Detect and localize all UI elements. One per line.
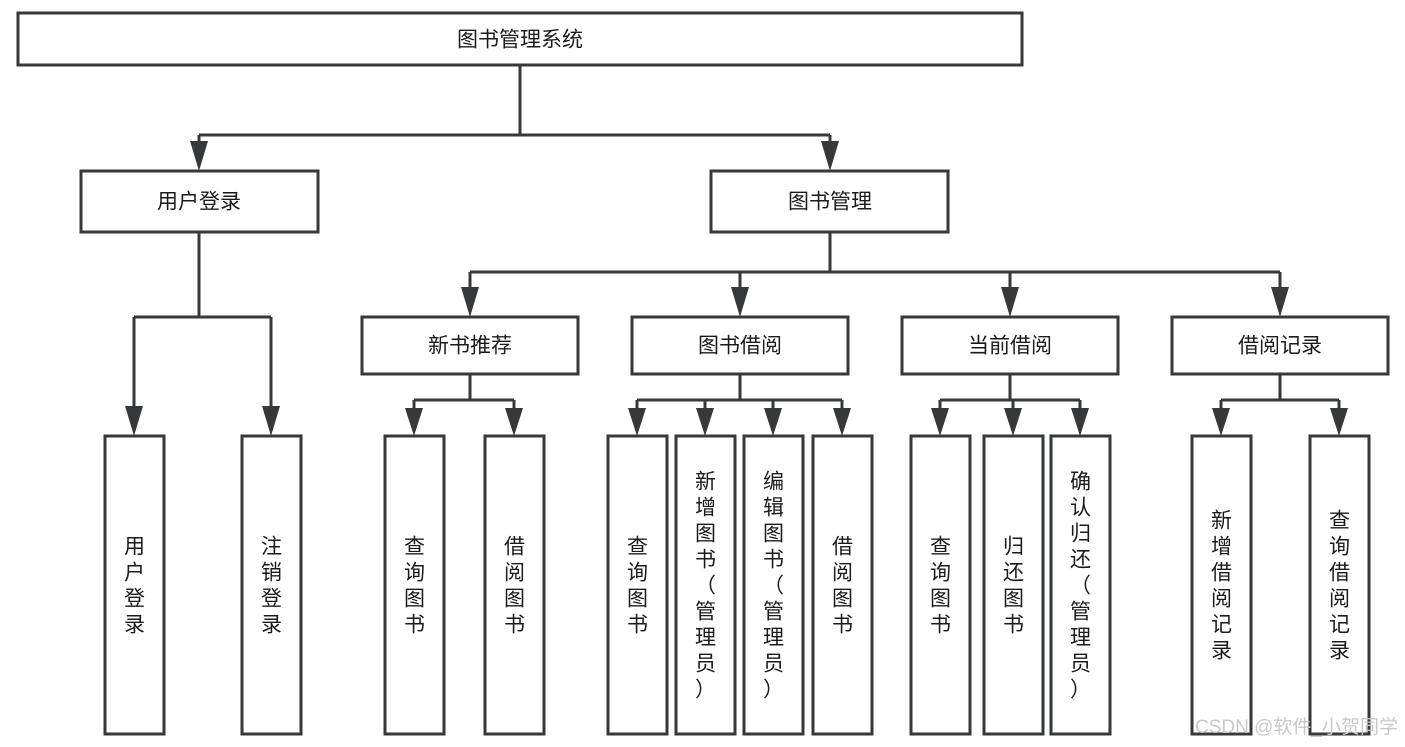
node-leaf-edit-book-box bbox=[742, 434, 805, 736]
arrow-to-borrow-record-icon bbox=[1271, 287, 1289, 317]
node-leaf-edit-book-label: 编辑图书（管理员） bbox=[763, 470, 784, 701]
node-leaf-user-logout[interactable]: 注销登录 bbox=[240, 434, 303, 736]
node-leaf-query-book-2-label: 查询图书 bbox=[627, 535, 648, 636]
arrow-to-leaf-confirm-return-icon bbox=[1071, 408, 1089, 436]
node-leaf-borrow-book-2-label: 借阅图书 bbox=[832, 535, 853, 636]
node-leaf-query-record-box bbox=[1308, 434, 1371, 736]
node-book-borrow[interactable]: 图书借阅 bbox=[630, 315, 850, 376]
node-leaf-add-book[interactable]: 新增图书（管理员） bbox=[674, 434, 737, 736]
node-leaf-add-book-label: 新增图书（管理员） bbox=[695, 470, 716, 701]
node-leaf-query-book-2-box bbox=[606, 434, 669, 736]
connector-group-book-borrow-to-leaves bbox=[628, 374, 851, 436]
node-leaf-borrow-book-1[interactable]: 借阅图书 bbox=[483, 434, 546, 736]
node-leaf-add-record[interactable]: 新增借阅记录 bbox=[1190, 434, 1253, 736]
arrow-to-leaf-add-book-icon bbox=[696, 408, 714, 436]
node-borrow-record-box bbox=[1170, 315, 1390, 376]
node-leaf-add-book-box bbox=[674, 434, 737, 736]
node-current-borrow[interactable]: 当前借阅 bbox=[900, 315, 1120, 376]
node-new-book-recommend-label: 新书推荐 bbox=[428, 335, 512, 358]
node-leaf-return-book[interactable]: 归还图书 bbox=[982, 434, 1045, 736]
node-root-label: 图书管理系统 bbox=[457, 29, 583, 52]
arrow-to-leaf-query-book-3-icon bbox=[931, 408, 949, 436]
node-leaf-query-book-3[interactable]: 查询图书 bbox=[909, 434, 972, 736]
node-leaf-borrow-book-2[interactable]: 借阅图书 bbox=[811, 434, 874, 736]
node-user-login-label: 用户登录 bbox=[157, 191, 241, 214]
node-book-borrow-box bbox=[630, 315, 850, 376]
node-leaf-confirm-return[interactable]: 确认归还（管理员） bbox=[1049, 434, 1112, 736]
arrow-to-book-manage-icon bbox=[821, 141, 839, 171]
node-leaf-query-book-2[interactable]: 查询图书 bbox=[606, 434, 669, 736]
node-book-manage[interactable]: 图书管理 bbox=[709, 169, 950, 234]
arrow-to-leaf-query-book-1-icon bbox=[405, 408, 423, 436]
arrow-to-leaf-add-record-icon bbox=[1212, 408, 1230, 436]
node-leaf-add-record-box bbox=[1190, 434, 1253, 736]
node-leaf-user-logout-label: 注销登录 bbox=[261, 535, 282, 636]
node-root[interactable]: 图书管理系统 bbox=[16, 11, 1024, 67]
node-leaf-confirm-return-label: 确认归还（管理员） bbox=[1070, 470, 1091, 701]
node-leaf-query-record-label: 查询借阅记录 bbox=[1329, 509, 1350, 662]
arrow-to-leaf-user-logout-icon bbox=[262, 406, 280, 436]
arrow-to-leaf-borrow-book-1-icon bbox=[505, 408, 523, 436]
node-leaf-borrow-book-1-box bbox=[483, 434, 546, 736]
leaf-node-layer: 用户登录 注销登录 查询图书 借阅图书 查询图书 新增图书（管理员） 编辑图书（管理员） 借阅… bbox=[103, 434, 1371, 736]
node-user-login[interactable]: 用户登录 bbox=[79, 169, 320, 234]
node-leaf-user-logout-box bbox=[240, 434, 303, 736]
node-leaf-query-record[interactable]: 查询借阅记录 bbox=[1308, 434, 1371, 736]
node-book-borrow-label: 图书借阅 bbox=[698, 335, 782, 358]
node-current-borrow-label: 当前借阅 bbox=[968, 335, 1052, 358]
connector-group-current-borrow-to-leaves bbox=[931, 374, 1089, 436]
csdn-watermark: CSDN @软件_小贺同学 bbox=[1195, 716, 1398, 738]
node-leaf-return-book-box bbox=[982, 434, 1045, 736]
node-current-borrow-box bbox=[900, 315, 1120, 376]
node-borrow-record-label: 借阅记录 bbox=[1238, 335, 1322, 358]
node-leaf-borrow-book-1-label: 借阅图书 bbox=[504, 535, 525, 636]
arrow-to-leaf-query-record-icon bbox=[1330, 408, 1348, 436]
node-new-book-recommend-box bbox=[360, 315, 580, 376]
node-new-book-recommend[interactable]: 新书推荐 bbox=[360, 315, 580, 376]
node-leaf-confirm-return-box bbox=[1049, 434, 1112, 736]
node-leaf-query-book-3-label: 查询图书 bbox=[930, 535, 951, 636]
node-leaf-user-login-box bbox=[103, 434, 166, 736]
arrow-to-leaf-query-book-2-icon bbox=[628, 408, 646, 436]
node-leaf-return-book-label: 归还图书 bbox=[1003, 535, 1024, 636]
node-book-manage-label: 图书管理 bbox=[788, 191, 872, 214]
node-leaf-user-login[interactable]: 用户登录 bbox=[103, 434, 166, 736]
node-leaf-edit-book[interactable]: 编辑图书（管理员） bbox=[742, 434, 805, 736]
node-root-box bbox=[16, 11, 1024, 67]
connector-group-borrow-record-to-leaves bbox=[1212, 374, 1348, 436]
connector-group-new-book-recommend-to-leaves bbox=[405, 374, 523, 436]
node-leaf-query-book-1-box bbox=[383, 434, 446, 736]
node-leaf-borrow-book-2-box bbox=[811, 434, 874, 736]
arrow-to-current-borrow-icon bbox=[1001, 287, 1019, 317]
node-book-manage-box bbox=[709, 169, 950, 234]
connector-group-user-login-to-leaves bbox=[125, 232, 280, 436]
arrow-to-leaf-borrow-book-2-icon bbox=[833, 408, 851, 436]
node-leaf-user-login-label: 用户登录 bbox=[124, 535, 145, 636]
arrow-to-leaf-edit-book-icon bbox=[764, 408, 782, 436]
connector-group-book-manage-to-level3 bbox=[461, 232, 1289, 317]
node-leaf-query-book-1-label: 查询图书 bbox=[404, 535, 425, 636]
node-leaf-query-book-3-box bbox=[909, 434, 972, 736]
arrow-to-user-login-icon bbox=[190, 141, 208, 171]
arrow-to-leaf-return-book-icon bbox=[1004, 408, 1022, 436]
node-leaf-add-record-label: 新增借阅记录 bbox=[1211, 509, 1232, 662]
arrow-to-leaf-user-login-icon bbox=[125, 406, 143, 436]
arrow-to-new-book-recommend-icon bbox=[461, 287, 479, 317]
node-user-login-box bbox=[79, 169, 320, 234]
node-leaf-query-book-1[interactable]: 查询图书 bbox=[383, 434, 446, 736]
arrow-to-book-borrow-icon bbox=[731, 287, 749, 317]
connector-group-root-to-level2 bbox=[190, 65, 839, 171]
node-borrow-record[interactable]: 借阅记录 bbox=[1170, 315, 1390, 376]
